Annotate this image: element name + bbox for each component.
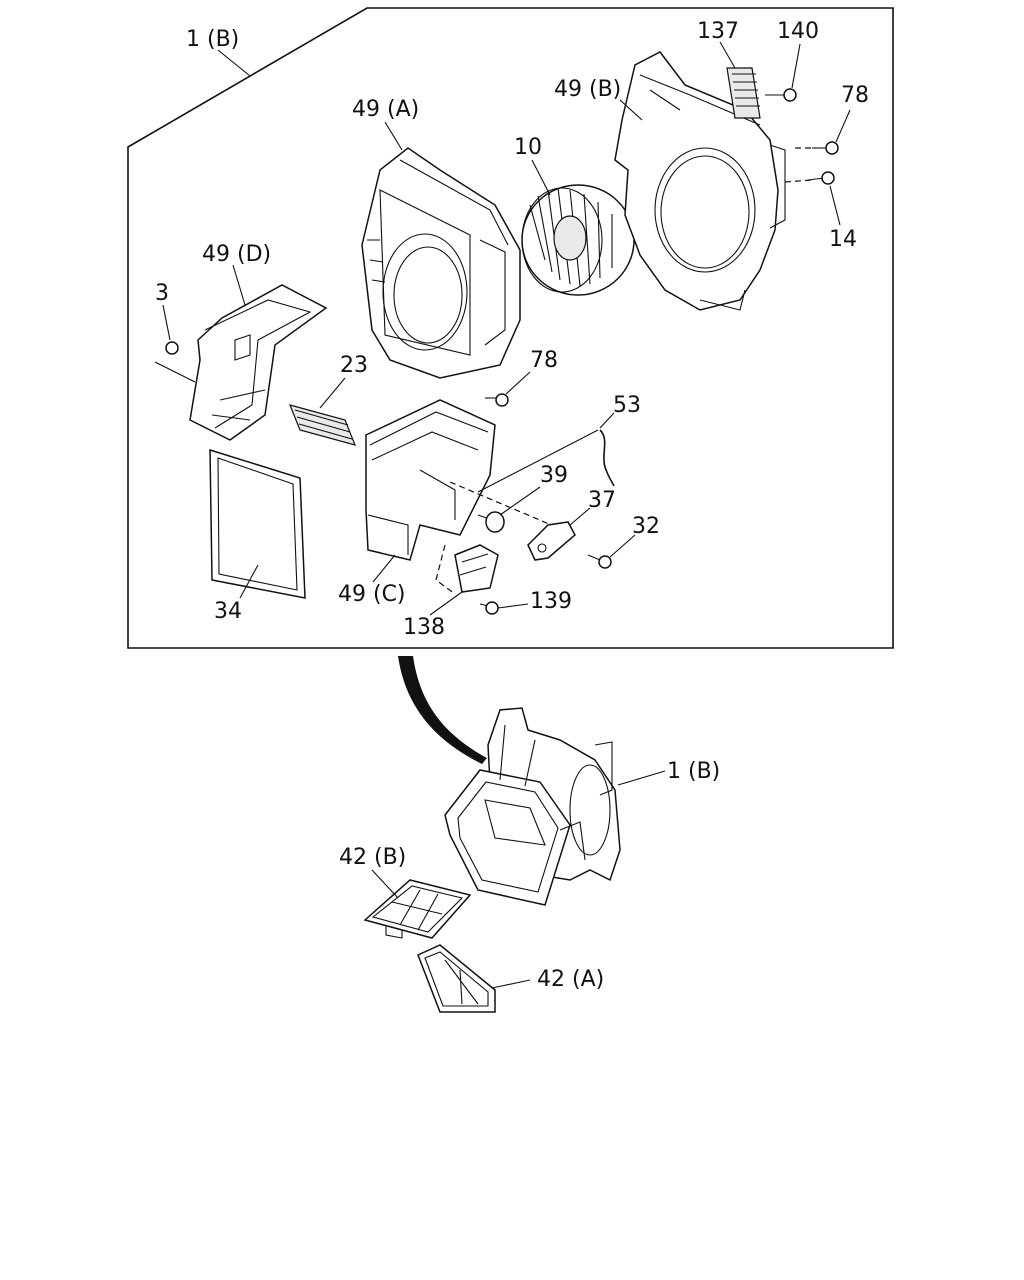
screw-32-part: [587, 554, 612, 569]
wire-53-part: [599, 429, 615, 487]
case-49d-part: [189, 284, 328, 441]
wire-53-leader-line: [477, 429, 599, 493]
filter-42b-part: [363, 879, 472, 939]
leader-34: [239, 564, 259, 599]
leader-39: [499, 486, 541, 516]
nut-3-part: [154, 341, 196, 383]
case-49b-part: [614, 51, 786, 311]
screw-139-part: [479, 601, 499, 615]
label-78-mid: 78: [530, 348, 558, 373]
leader-140: [791, 43, 801, 89]
leader-23: [319, 377, 346, 409]
assembled-unit-1b-part: [444, 707, 621, 906]
label-140: 140: [777, 19, 819, 44]
exploded-view-frame: [127, 7, 894, 649]
label-139: 139: [530, 589, 572, 614]
leader-139: [497, 603, 529, 609]
leader-14: [829, 185, 841, 226]
leader-42b: [371, 869, 399, 899]
leader-3: [162, 304, 171, 341]
leader-78-right: [835, 109, 851, 143]
label-10: 10: [514, 135, 542, 160]
label-23: 23: [340, 353, 368, 378]
label-1b-bottom: 1 (B): [667, 759, 720, 784]
leader-1b-bottom: [617, 770, 666, 786]
element-23-part: [288, 404, 357, 446]
label-14: 14: [829, 227, 857, 252]
transition-arrow: [398, 656, 487, 764]
leader-53: [599, 412, 615, 429]
actuator-138-part: [435, 544, 499, 595]
label-53: 53: [613, 393, 641, 418]
leader-138: [429, 591, 463, 616]
label-3: 3: [155, 281, 169, 306]
leader-49c: [372, 554, 396, 583]
label-1b-top: 1 (B): [186, 27, 239, 52]
label-78-right: 78: [841, 83, 869, 108]
label-49a: 49 (A): [352, 97, 419, 122]
leader-78-mid: [505, 371, 531, 395]
case-49c-part: [365, 399, 496, 561]
screw-14-part: [784, 171, 835, 185]
screw-140-part: [765, 88, 797, 102]
leader-10: [531, 159, 551, 196]
label-32: 32: [632, 514, 660, 539]
label-49c: 49 (C): [338, 582, 406, 607]
filter-42a-part: [417, 944, 496, 1013]
screw-78-right-part: [795, 141, 839, 155]
label-34: 34: [214, 599, 242, 624]
label-37: 37: [588, 488, 616, 513]
label-42a: 42 (A): [537, 967, 604, 992]
leader-49a: [384, 121, 403, 151]
resistor-137-part: [726, 67, 761, 119]
label-49d: 49 (D): [202, 242, 271, 267]
label-42b: 42 (B): [339, 845, 406, 870]
leader-49b: [619, 99, 643, 121]
screw-78-mid-part: [485, 393, 509, 407]
bracket-37-part: [527, 521, 576, 561]
leader-32: [609, 534, 636, 558]
leader-49d: [232, 264, 246, 306]
label-49b: 49 (B): [554, 77, 621, 102]
leader-37: [569, 507, 591, 526]
gasket-34-part: [209, 448, 306, 599]
fan-wheel-10-part: [521, 184, 635, 296]
label-137: 137: [697, 19, 739, 44]
leader-1b-top: [217, 49, 251, 77]
case-49a-part: [361, 147, 521, 379]
leader-42a: [491, 979, 531, 989]
label-138: 138: [403, 615, 445, 640]
leader-137: [719, 41, 736, 69]
label-39: 39: [540, 463, 568, 488]
